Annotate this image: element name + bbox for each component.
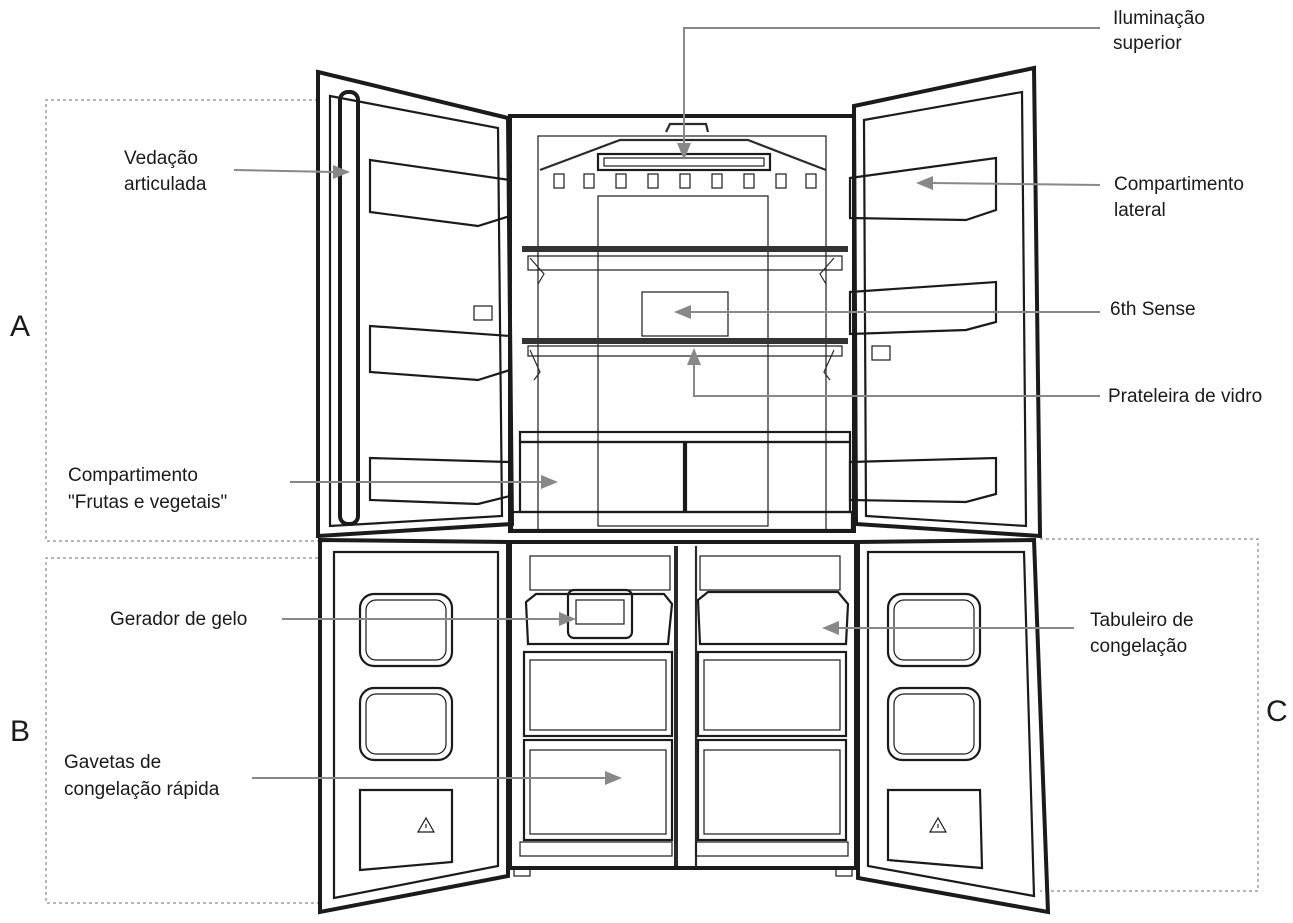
callout-top-light: Iluminação superior <box>1113 8 1210 54</box>
hinged-seal <box>338 90 360 526</box>
leader-quick-freeze <box>252 771 622 785</box>
quick-freeze-drawer-left <box>522 738 674 842</box>
leader-fruit-veg <box>290 475 558 489</box>
leader-ice-maker <box>282 612 576 626</box>
foot-right <box>835 867 853 877</box>
section-b-frame <box>45 557 318 904</box>
leader-freezing-tray <box>822 621 1074 635</box>
section-label-c: C <box>1266 695 1288 728</box>
freezing-tray <box>696 590 850 646</box>
glass-shelf-upper <box>522 246 848 252</box>
upper-right-door <box>848 65 1043 539</box>
callout-freezing-tray: Tabuleiro de congelação <box>1090 610 1199 657</box>
section-a-frame <box>45 99 318 542</box>
callout-hinged-seal: Vedação articulada <box>124 148 207 195</box>
upper-left-door <box>316 69 515 539</box>
section-label-b: B <box>10 715 30 748</box>
callout-side-compartment: Compartimento lateral <box>1114 174 1249 221</box>
side-compartment <box>848 156 998 222</box>
ice-maker <box>524 592 674 646</box>
door-bin-left-1 <box>368 158 512 228</box>
glass-shelf-lower <box>522 338 848 344</box>
lower-right-door <box>856 537 1051 915</box>
sixth-sense-module <box>641 291 729 337</box>
leader-sixth-sense <box>674 305 1100 319</box>
callout-quick-freeze: Gavetas de congelação rápida <box>64 752 220 800</box>
foot-left <box>513 867 531 877</box>
leader-top-light <box>677 27 1100 160</box>
leader-side-compartment <box>916 176 1101 190</box>
callout-ice-maker: Gerador de gelo <box>110 609 247 630</box>
leader-hinged-seal <box>233 165 350 179</box>
section-label-a: A <box>10 310 30 343</box>
recycle-icon <box>416 816 436 833</box>
callout-fruit-veg: Compartimento "Frutas e vegetais" <box>68 465 227 513</box>
leader-glass-shelf <box>687 348 1100 397</box>
cabinet <box>508 114 856 533</box>
freezer-cabinet <box>508 540 858 870</box>
section-c-frame <box>1040 538 1259 892</box>
lower-left-door <box>318 537 510 915</box>
callout-glass-shelf: Prateleira de vidro <box>1108 386 1262 407</box>
recycle-icon <box>928 816 948 833</box>
callout-sixth-sense: 6th Sense <box>1110 299 1196 320</box>
